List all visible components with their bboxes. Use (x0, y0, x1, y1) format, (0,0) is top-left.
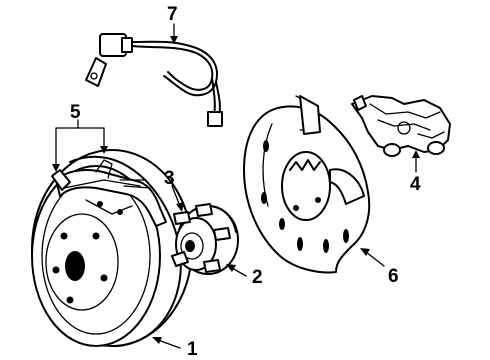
wheel-studs (171, 203, 231, 273)
abs-sensor-harness (85, 33, 223, 127)
callout-2: 2 (252, 267, 263, 288)
callout-5: 5 (70, 102, 81, 123)
callout-1: 1 (187, 339, 198, 360)
callout-6: 6 (388, 266, 399, 287)
callout-4: 4 (410, 174, 421, 195)
backing-plate (243, 95, 371, 274)
callout-7: 7 (167, 4, 178, 25)
callout-labels: 1 2 3 4 5 6 7 (70, 4, 421, 360)
brake-caliper (351, 95, 451, 157)
callout-3: 3 (164, 168, 175, 189)
wheel-hub (171, 203, 239, 275)
brake-shoes (51, 159, 167, 227)
leader-lines (52, 23, 420, 349)
